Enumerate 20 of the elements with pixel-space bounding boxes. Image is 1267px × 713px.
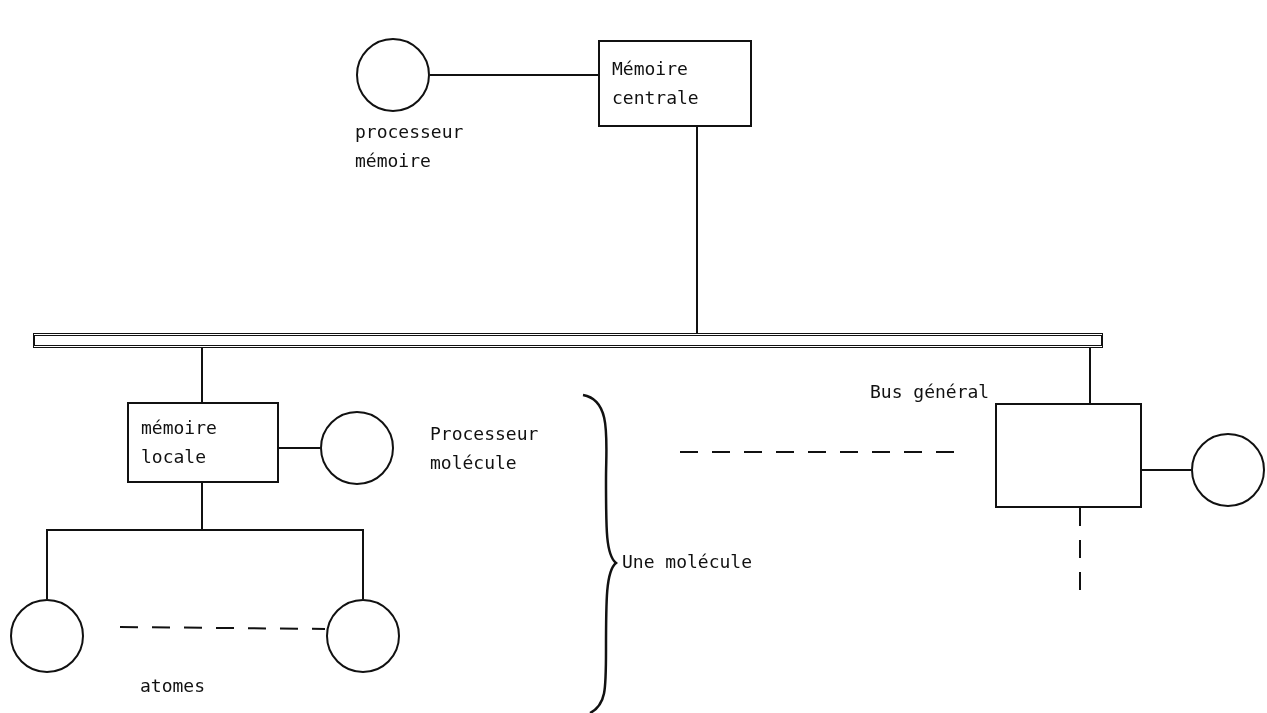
- process-box: [995, 403, 1142, 508]
- node-caption: Processeur molécule: [430, 422, 540, 475]
- dashed-connector: [679, 451, 956, 453]
- annotation-text: Bus général: [870, 380, 990, 404]
- bus-bar: [33, 333, 1103, 348]
- connector-line: [1089, 347, 1091, 404]
- annotation-text: atomes: [140, 674, 206, 698]
- node-label: mémoire locale: [140, 415, 218, 469]
- node-caption: processeur mémoire: [355, 120, 465, 173]
- annotation-text: Une molécule: [622, 550, 753, 574]
- connector-line: [278, 447, 321, 449]
- node-label: Mémoire centrale: [611, 56, 700, 110]
- connector-line: [696, 126, 698, 334]
- connector-line: [429, 74, 599, 76]
- connector-line: [1141, 469, 1192, 471]
- dashed-connector: [119, 626, 326, 630]
- process-box: [127, 402, 279, 483]
- connector-line: [201, 482, 364, 600]
- connector-line: [201, 347, 203, 403]
- process-box: [598, 40, 752, 127]
